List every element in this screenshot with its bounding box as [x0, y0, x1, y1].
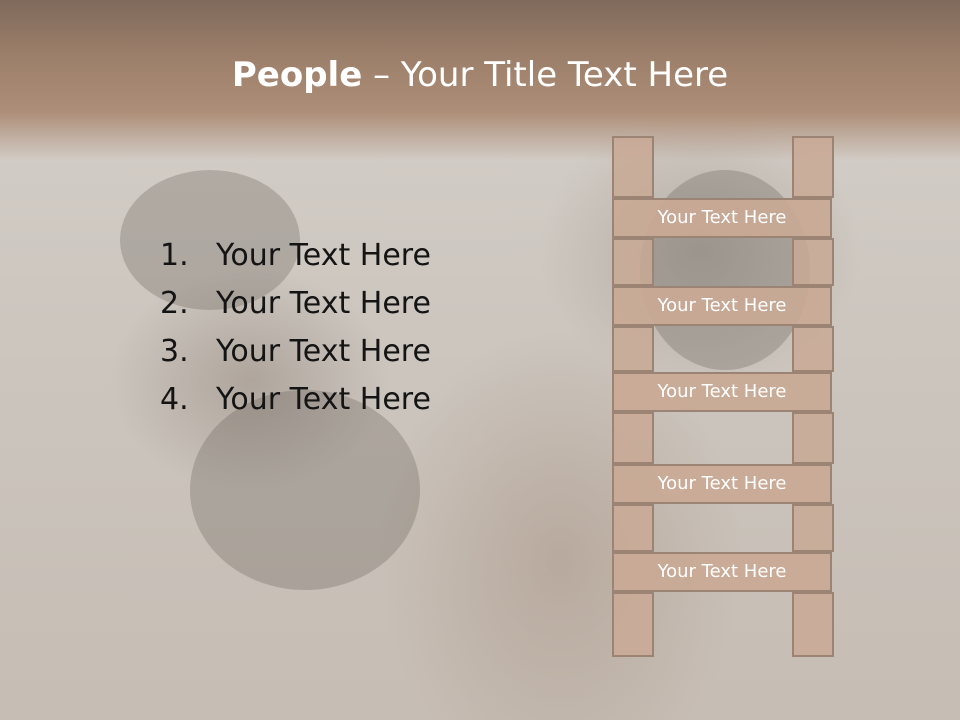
title-rest-part: – Your Title Text Here	[362, 55, 729, 95]
ladder-left-rail-segment[interactable]	[612, 592, 654, 657]
ladder-right-rail-segment[interactable]	[792, 412, 834, 464]
ladder-right-rail-segment[interactable]	[792, 326, 834, 372]
ladder-right-rail-segment[interactable]	[792, 238, 834, 286]
ladder-left-rail-segment[interactable]	[612, 326, 654, 372]
list-item-text: Your Text Here	[216, 382, 431, 417]
ladder-rung-2[interactable]: Your Text Here	[612, 286, 832, 326]
numbered-list[interactable]: 1. Your Text Here 2. Your Text Here 3. Your…	[160, 232, 431, 424]
list-item-number: 4.	[160, 382, 189, 417]
ladder-rung-3[interactable]: Your Text Here	[612, 372, 832, 412]
photo-hair-shape	[190, 390, 420, 590]
list-item: 3. Your Text Here	[160, 328, 431, 376]
ladder-left-rail-segment[interactable]	[612, 504, 654, 552]
list-item: 1. Your Text Here	[160, 232, 431, 280]
photo-hair-shape	[120, 170, 300, 310]
ladder-rung-4[interactable]: Your Text Here	[612, 464, 832, 504]
slide-title[interactable]: People – Your Title Text Here	[0, 52, 960, 98]
list-item-number: 3.	[160, 334, 189, 369]
ladder-right-rail-segment[interactable]	[792, 504, 834, 552]
ladder-rung-1[interactable]: Your Text Here	[612, 198, 832, 238]
list-item: 4. Your Text Here	[160, 376, 431, 424]
ladder-right-rail-segment[interactable]	[792, 136, 834, 198]
ladder-left-rail-segment[interactable]	[612, 238, 654, 286]
ladder-rung-5[interactable]: Your Text Here	[612, 552, 832, 592]
title-bar	[0, 0, 960, 160]
list-item-text: Your Text Here	[216, 238, 431, 273]
list-item-number: 2.	[160, 286, 189, 321]
ladder-right-rail-segment[interactable]	[792, 592, 834, 657]
ladder-left-rail-segment[interactable]	[612, 412, 654, 464]
list-item-text: Your Text Here	[216, 334, 431, 369]
ladder-left-rail-segment[interactable]	[612, 136, 654, 198]
list-item-text: Your Text Here	[216, 286, 431, 321]
list-item: 2. Your Text Here	[160, 280, 431, 328]
title-bold-part: People	[231, 55, 363, 95]
list-item-number: 1.	[160, 238, 189, 273]
